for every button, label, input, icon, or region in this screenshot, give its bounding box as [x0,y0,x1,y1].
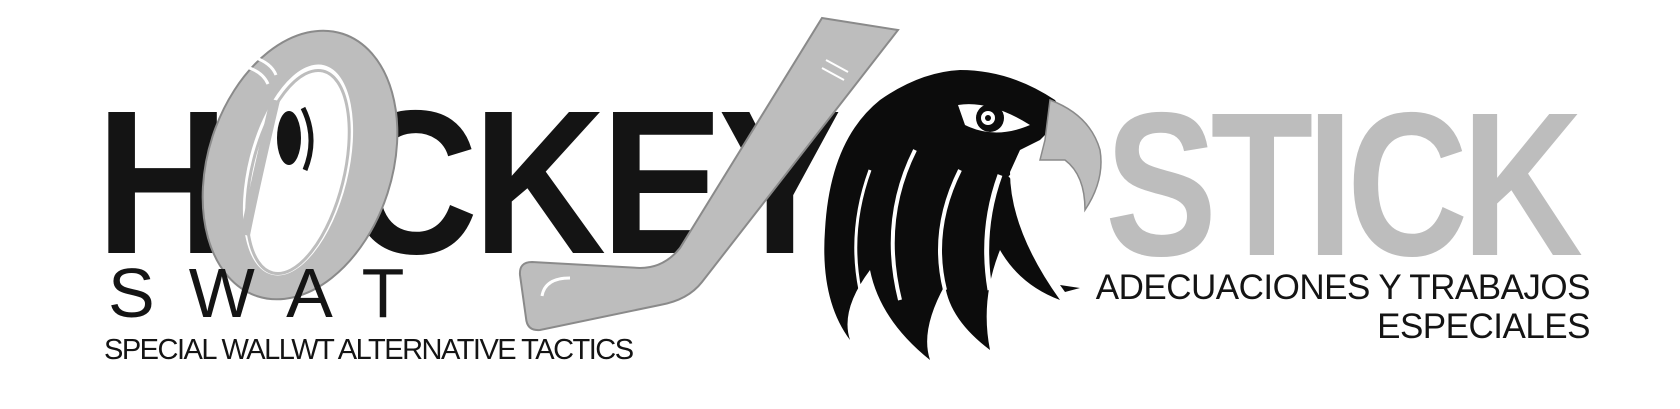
brand-word-stick: STICK [1105,70,1583,299]
tagline-line-1: ADECUACIONES Y TRABAJOS [1095,268,1591,307]
hockey-stick-icon [518,16,900,332]
tagline-line-2: ESPECIALES [1377,307,1590,346]
hockey-puck-icon [201,29,399,301]
sub-brand-expansion: SPECIAL WALLWT ALTERNATIVE TACTICS [104,334,634,366]
tagline: ADECUACIONES Y TRABAJOS ESPECIALES [1095,268,1591,346]
eagle-head-icon [824,70,1102,360]
sub-brand-swat: SWAT [108,254,439,332]
